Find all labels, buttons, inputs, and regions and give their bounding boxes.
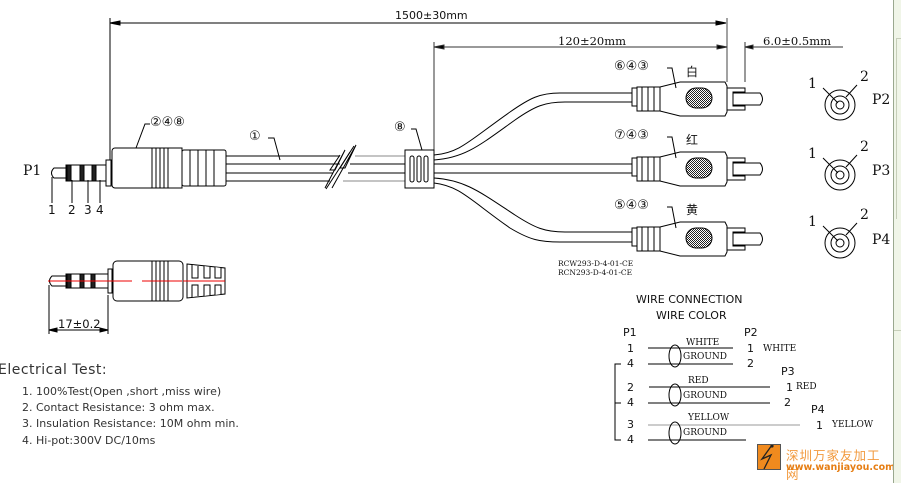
port-p3-label: P3 xyxy=(872,163,891,179)
dimension-plug-length-label: 17±0.2 xyxy=(58,317,101,331)
wc-p1-pin: 4 xyxy=(627,357,634,370)
wire-connection-lines xyxy=(614,344,800,445)
wc-p1-pin: 4 xyxy=(627,433,634,446)
electrical-test-item: 3. Insulation Resistance: 10M ohm min. xyxy=(22,417,239,431)
part-number-2: RCN293-D-4-01-CE xyxy=(558,268,633,277)
dimension-branch-label: 120±20mm xyxy=(558,34,627,48)
splitter xyxy=(404,149,435,189)
wc-ground-label: GROUND xyxy=(683,352,728,362)
wire-color-subtitle: WIRE COLOR xyxy=(656,309,727,322)
wc-p1-pin: 1 xyxy=(627,342,634,355)
wc-port-pin: 2 xyxy=(784,396,791,409)
rca-yellow-callout: ⑤④③ xyxy=(614,198,649,213)
port-p3-pin-center: 1 xyxy=(808,146,817,162)
port-p4-label: P4 xyxy=(872,232,891,248)
dimension-overall xyxy=(109,18,728,160)
p1-pin-3: 3 xyxy=(84,203,92,217)
part-number-1: RCW293-D-4-01-CE xyxy=(558,259,634,268)
wire-connection-title: WIRE CONNECTION xyxy=(636,293,743,306)
wc-port-pin: 2 xyxy=(747,357,754,370)
p1-pin-4: 4 xyxy=(96,203,104,217)
rca-red-color: 红 xyxy=(686,133,699,147)
splitter-callout: ⑧ xyxy=(394,120,406,135)
electrical-test-item: 4. Hi-pot:300V DC/10ms xyxy=(22,433,156,447)
p1-callout: ②④⑧ xyxy=(150,115,185,130)
port-p2-pin-outer: 2 xyxy=(860,69,869,85)
electrical-test-list: 1. 100%Test(Open ,short ,miss wire) 2. C… xyxy=(22,384,239,449)
rca-plug-yellow xyxy=(631,221,763,257)
rca-red-callout: ⑦④③ xyxy=(614,128,649,143)
port-face-p3 xyxy=(822,154,858,191)
wc-port-color: YELLOW xyxy=(832,420,874,430)
port-p2-pin-center: 1 xyxy=(808,76,817,92)
wc-signal-label: RED xyxy=(688,376,709,386)
wc-ground-label: GROUND xyxy=(683,428,728,438)
rca-yellow-color: 黄 xyxy=(686,203,699,217)
wc-p1-pin: 3 xyxy=(627,418,634,431)
watermark-url: www.wanjiayou.com xyxy=(786,462,896,473)
p1-label: P1 xyxy=(23,163,42,179)
electrical-test-item: 2. Contact Resistance: 3 ohm max. xyxy=(22,401,215,415)
cable-callout: ① xyxy=(249,129,261,144)
p1-pin-1: 1 xyxy=(48,203,56,217)
dimension-overall-label: 1500±30mm xyxy=(395,9,468,22)
branch-wires xyxy=(433,92,632,243)
wc-port-label: P3 xyxy=(781,365,795,378)
wc-p1-pin: 2 xyxy=(627,381,634,394)
watermark-logo-icon xyxy=(757,444,781,470)
p1-plug xyxy=(51,147,227,189)
port-face-p2 xyxy=(822,84,858,121)
wc-port-label: P2 xyxy=(744,326,758,339)
wc-port-pin: 1 xyxy=(747,342,754,355)
rca-plug-white xyxy=(631,81,763,117)
dimension-plug-length xyxy=(48,285,109,334)
watermark: 深圳万家友加工网 www.wanjiayou.com xyxy=(753,438,896,482)
electrical-test-title: Electrical Test: xyxy=(0,362,108,378)
wc-port-label: P4 xyxy=(811,403,825,416)
electrical-test-item: 1. 100%Test(Open ,short ,miss wire) xyxy=(22,385,222,398)
wc-port-color: RED xyxy=(796,382,817,392)
p1-pin-arrows xyxy=(51,177,101,203)
wc-signal-label: WHITE xyxy=(686,338,720,348)
rca-white-color: 白 xyxy=(686,65,699,79)
side-panel-tab xyxy=(896,38,901,219)
wc-ground-label: GROUND xyxy=(683,391,728,401)
wc-port-color: WHITE xyxy=(763,344,797,354)
side-panel-edge xyxy=(893,0,901,483)
port-p2-label: P2 xyxy=(872,92,891,108)
rca-white-callout: ⑥④③ xyxy=(614,59,649,74)
wc-signal-label: YELLOW xyxy=(688,413,730,423)
wc-port-pin: 1 xyxy=(816,419,823,432)
rca-plug-red xyxy=(631,151,763,187)
main-cable xyxy=(226,144,405,189)
dimension-branch xyxy=(433,42,843,160)
port-face-p4 xyxy=(822,222,858,259)
watermark-name: 深圳万家友加工网 xyxy=(786,448,881,482)
callout-leaders xyxy=(135,67,677,229)
wc-p1-pin: 4 xyxy=(627,396,634,409)
wc-port-pin: 1 xyxy=(786,381,793,394)
wc-p1-label: P1 xyxy=(623,326,637,339)
p1-pin-2: 2 xyxy=(68,203,76,217)
dimension-rca-tip-label: 6.0±0.5mm xyxy=(763,34,832,48)
port-p3-pin-outer: 2 xyxy=(860,139,869,155)
port-p4-pin-center: 1 xyxy=(808,214,817,230)
cable-break-mark xyxy=(325,145,355,190)
port-p4-pin-outer: 2 xyxy=(860,207,869,223)
side-panel-divider xyxy=(894,330,901,331)
